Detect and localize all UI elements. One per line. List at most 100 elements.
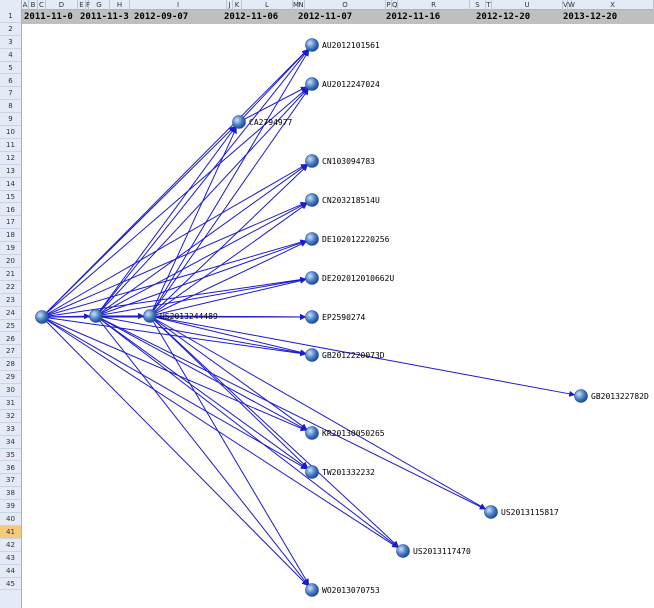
node-au1[interactable]: AU2012101561 — [305, 38, 380, 52]
node-ball-icon[interactable] — [484, 505, 498, 519]
node-ball-icon[interactable] — [574, 389, 588, 403]
column-header-m[interactable]: M — [293, 0, 300, 10]
select-all-corner[interactable] — [0, 0, 22, 10]
node-ball-icon[interactable] — [305, 77, 319, 91]
node-ball-icon[interactable] — [305, 348, 319, 362]
row-header-28[interactable]: 28 — [0, 358, 21, 372]
row-header-33[interactable]: 33 — [0, 423, 21, 436]
column-header-a[interactable]: A — [22, 0, 29, 10]
date-cell[interactable]: 2012-12-20 — [476, 12, 531, 22]
row-header-43[interactable]: 43 — [0, 552, 21, 565]
row-header-31[interactable]: 31 — [0, 397, 21, 410]
column-header-v[interactable]: V — [563, 0, 568, 10]
row-header-29[interactable]: 29 — [0, 371, 21, 385]
row-header-7[interactable]: 7 — [0, 87, 21, 101]
row-header-32[interactable]: 32 — [0, 410, 21, 423]
node-kr[interactable]: KR20130050265 — [305, 426, 385, 440]
node-cn2[interactable]: CN203218514U — [305, 193, 380, 207]
row-header-2[interactable]: 2 — [0, 23, 21, 36]
node-au2[interactable]: AU2012247024 — [305, 77, 380, 91]
row-header-22[interactable]: 22 — [0, 281, 21, 294]
row-header-19[interactable]: 19 — [0, 242, 21, 256]
row-header-37[interactable]: 37 — [0, 474, 21, 488]
row-header-4[interactable]: 4 — [0, 49, 21, 62]
node-ball-icon[interactable] — [35, 310, 49, 324]
node-ball-icon[interactable] — [232, 115, 246, 129]
column-header-l[interactable]: L — [242, 0, 293, 10]
node-wo[interactable]: WO2013070753 — [305, 583, 380, 597]
node-ball-icon[interactable] — [143, 309, 157, 323]
row-header-9[interactable]: 9 — [0, 113, 21, 127]
column-header-n[interactable]: N — [298, 0, 305, 10]
column-header-p[interactable]: P — [386, 0, 392, 10]
node-us2[interactable]: US2013117470 — [396, 544, 471, 558]
row-header-42[interactable]: 42 — [0, 539, 21, 552]
column-header-o[interactable]: O — [305, 0, 386, 10]
node-de2[interactable]: DE202012010662U — [305, 271, 395, 285]
row-header-39[interactable]: 39 — [0, 500, 21, 514]
row-header-34[interactable]: 34 — [0, 436, 21, 449]
column-header-t[interactable]: T — [486, 0, 492, 10]
node-cn1[interactable]: CN103094783 — [305, 154, 376, 168]
column-header-i[interactable]: I — [130, 0, 227, 10]
row-header-6[interactable]: 6 — [0, 75, 21, 88]
row-header-8[interactable]: 8 — [0, 100, 21, 114]
row-header-15[interactable]: 15 — [0, 191, 21, 204]
row-header-44[interactable]: 44 — [0, 565, 21, 578]
date-row[interactable] — [22, 10, 654, 24]
row-header-18[interactable]: 18 — [0, 229, 21, 243]
row-header-40[interactable]: 40 — [0, 513, 21, 526]
node-tw[interactable]: TW201332232 — [305, 465, 376, 479]
row-header-38[interactable]: 38 — [0, 487, 21, 501]
column-header-g[interactable]: G — [89, 0, 110, 10]
date-cell[interactable]: 2012-11-16 — [386, 12, 441, 22]
column-header-h[interactable]: H — [110, 0, 130, 10]
row-header-26[interactable]: 26 — [0, 333, 21, 346]
row-header-12[interactable]: 12 — [0, 152, 21, 165]
row-header-35[interactable]: 35 — [0, 449, 21, 462]
node-ball-icon[interactable] — [305, 426, 319, 440]
node-ball-icon[interactable] — [305, 310, 319, 324]
node-n2[interactable]: US2013244489 — [143, 309, 218, 323]
node-ball-icon[interactable] — [305, 154, 319, 168]
column-header-f[interactable]: F — [86, 0, 91, 10]
node-ep[interactable]: EP2590274 — [305, 310, 366, 324]
date-cell[interactable]: 2012-11-07 — [298, 12, 353, 22]
date-cell[interactable]: 2013-12-20 — [563, 12, 618, 22]
column-header-b[interactable]: B — [29, 0, 38, 10]
row-header-1[interactable]: 1 — [0, 10, 21, 23]
row-header-36[interactable]: 36 — [0, 462, 21, 475]
column-header-e[interactable]: E — [78, 0, 86, 10]
row-header-13[interactable]: 13 — [0, 165, 21, 178]
row-header-5[interactable]: 5 — [0, 62, 21, 75]
node-ball-icon[interactable] — [89, 309, 103, 323]
date-cell[interactable]: 2012-09-07 — [134, 12, 189, 22]
node-us1[interactable]: US2013115817 — [484, 505, 559, 519]
row-header-17[interactable]: 17 — [0, 216, 21, 230]
node-n0[interactable] — [35, 310, 49, 324]
row-header-27[interactable]: 27 — [0, 345, 21, 359]
row-header-41[interactable]: 41 — [0, 526, 21, 539]
column-header-w[interactable]: W — [568, 0, 575, 10]
column-header-k[interactable]: K — [233, 0, 242, 10]
column-header-s[interactable]: S — [470, 0, 486, 10]
date-cell[interactable]: 2011-11-0 — [24, 12, 73, 22]
row-header-21[interactable]: 21 — [0, 268, 21, 281]
node-ball-icon[interactable] — [305, 271, 319, 285]
node-ball-icon[interactable] — [305, 232, 319, 246]
node-gb1[interactable]: GB2012220073D — [305, 348, 385, 362]
row-header-3[interactable]: 3 — [0, 36, 21, 49]
row-header-24[interactable]: 24 — [0, 307, 21, 320]
date-cell[interactable]: 2012-11-06 — [224, 12, 279, 22]
column-header-j[interactable]: J — [227, 0, 233, 10]
row-header-30[interactable]: 30 — [0, 384, 21, 397]
node-ball-icon[interactable] — [305, 583, 319, 597]
row-header-14[interactable]: 14 — [0, 178, 21, 191]
row-header-11[interactable]: 11 — [0, 139, 21, 152]
row-header-45[interactable]: 45 — [0, 578, 21, 591]
row-header-10[interactable]: 10 — [0, 126, 21, 139]
column-header-c[interactable]: C — [38, 0, 46, 10]
row-header-25[interactable]: 25 — [0, 320, 21, 333]
column-header-q[interactable]: Q — [392, 0, 398, 10]
column-header-r[interactable]: R — [398, 0, 470, 10]
